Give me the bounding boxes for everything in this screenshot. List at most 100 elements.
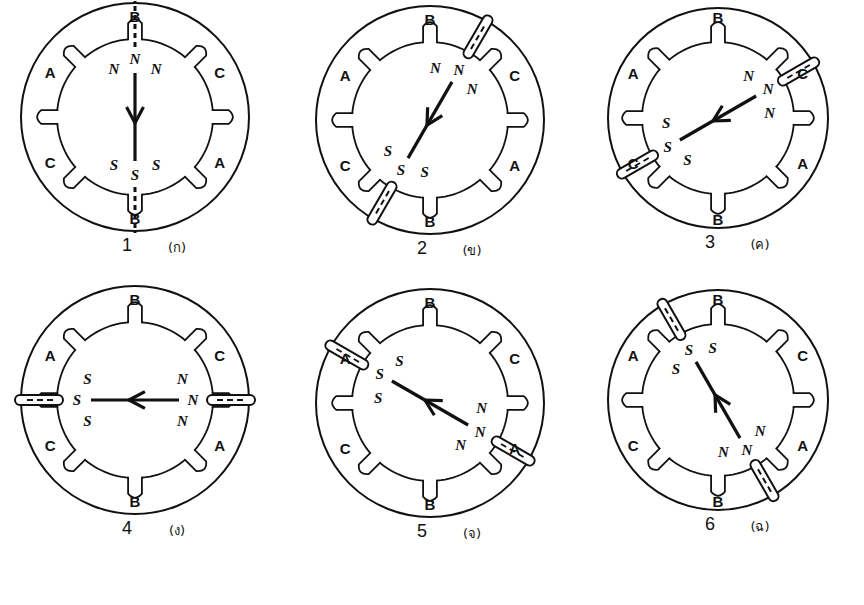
south-pole-label: S — [664, 139, 672, 156]
rotor-bore — [437, 180, 480, 198]
sub-figure-label: (ก) — [168, 237, 186, 258]
north-pole-label: N — [475, 424, 486, 441]
phase-label: A — [45, 63, 56, 80]
stator-tooth — [479, 49, 501, 71]
phase-label: C — [797, 64, 808, 81]
phase-label: A — [509, 157, 520, 174]
phase-label: B — [713, 211, 724, 228]
rotor-bore — [85, 177, 128, 195]
pole-marker — [758, 469, 772, 493]
north-pole-label: N — [177, 370, 188, 387]
north-pole-label: N — [755, 422, 766, 439]
south-pole-label: S — [397, 162, 405, 179]
stator-tooth — [479, 332, 501, 354]
rotor-bore — [669, 42, 711, 59]
stator-tooth — [648, 448, 670, 470]
rotor-bore — [776, 351, 793, 393]
rotor-bore — [85, 460, 128, 478]
south-pole-label: S — [374, 389, 382, 406]
sub-figure-label: (ฉ) — [750, 516, 769, 537]
north-pole-label: N — [430, 60, 441, 77]
stator-tooth — [184, 329, 206, 351]
phase-label: A — [214, 154, 225, 171]
energized-pole — [749, 458, 781, 503]
rotor-bore — [437, 463, 480, 481]
rotor-bore — [380, 463, 423, 481]
south-pole-label: S — [110, 156, 118, 173]
phase-label: C — [214, 346, 225, 363]
phase-label: B — [713, 291, 724, 308]
south-pole-label: S — [83, 413, 91, 430]
pole-marker — [374, 191, 389, 217]
motor-panel — [608, 290, 828, 510]
south-pole-label: S — [672, 361, 680, 378]
phase-label: B — [425, 294, 436, 311]
north-pole-label: N — [467, 81, 478, 98]
rotor-bore — [380, 325, 423, 343]
phase-label: B — [713, 9, 724, 26]
north-pole-label: N — [188, 392, 199, 409]
rotor-bore — [142, 177, 185, 195]
stator-tooth — [359, 49, 381, 71]
rotor-arrowhead — [425, 400, 443, 415]
south-pole-label: S — [420, 163, 428, 180]
stator-tooth — [766, 48, 788, 70]
rotor-axis — [392, 381, 468, 425]
phase-label: A — [340, 66, 351, 83]
stator-tooth — [64, 449, 86, 471]
phase-label: B — [130, 210, 141, 227]
stator-ring — [608, 290, 828, 510]
phase-label: C — [45, 154, 56, 171]
step-number: 1 — [122, 235, 132, 256]
south-pole-label: S — [376, 366, 384, 383]
energized-pole — [462, 14, 495, 61]
pole-marker — [217, 399, 247, 401]
stator-tooth — [184, 449, 206, 471]
stator-tooth — [648, 166, 670, 188]
rotor-bore — [725, 176, 767, 193]
rotor-arrowhead — [713, 106, 731, 121]
energized-pole — [615, 149, 660, 181]
south-pole-label: S — [73, 392, 81, 409]
stator-tooth — [479, 452, 501, 474]
stator-tooth — [793, 111, 814, 125]
north-pole-label: N — [108, 61, 119, 78]
stator-tooth — [359, 169, 381, 191]
stator-tooth — [507, 113, 528, 127]
rotor-bore — [57, 124, 75, 167]
sub-figure-label: (ข) — [462, 240, 481, 261]
south-pole-label: S — [395, 352, 403, 369]
rotor-bore — [57, 350, 75, 393]
motor-panel — [15, 286, 255, 514]
rotor-bore — [85, 322, 128, 340]
rotor-bore — [195, 407, 213, 450]
step-number: 2 — [417, 238, 427, 259]
north-pole-label: N — [764, 104, 775, 121]
phase-label: A — [45, 346, 56, 363]
stator-tooth — [64, 329, 86, 351]
south-pole-label: S — [662, 115, 670, 132]
rotor-bore — [490, 353, 508, 396]
north-pole-label: N — [151, 61, 162, 78]
step-number: 3 — [705, 232, 715, 253]
stator-tooth — [766, 330, 788, 352]
north-pole-label: N — [743, 67, 754, 84]
phase-label: A — [340, 349, 351, 366]
north-pole-label: N — [455, 437, 466, 454]
south-pole-label: S — [384, 142, 392, 159]
step-number: 4 — [122, 518, 132, 539]
south-pole-label: S — [152, 156, 160, 173]
stator-ring — [316, 6, 544, 234]
rotor-arrowhead — [127, 107, 144, 123]
phase-label: A — [797, 155, 808, 172]
rotor-bore — [57, 67, 75, 110]
sub-figure-label: (ค) — [750, 234, 769, 255]
phase-label: B — [130, 8, 141, 25]
south-pole-label: S — [83, 370, 91, 387]
rotor-bore — [85, 39, 128, 57]
rotor-bore — [490, 70, 508, 113]
rotor-arrowhead — [715, 395, 730, 413]
north-pole-label: N — [130, 51, 141, 68]
rotor-bore — [195, 350, 213, 393]
